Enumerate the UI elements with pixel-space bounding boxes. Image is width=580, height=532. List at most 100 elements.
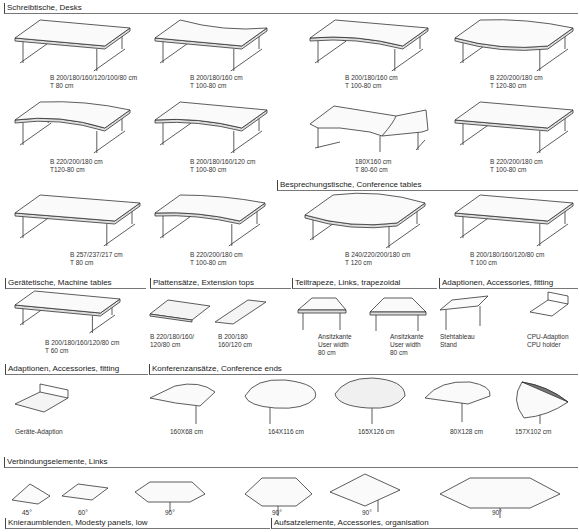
conference-end-top <box>516 382 568 418</box>
frame-foot <box>94 49 125 71</box>
frame-leg <box>163 41 164 63</box>
conference-end-top <box>335 378 405 408</box>
frame-leg <box>389 226 390 248</box>
section-heading: Schreibtische, Desks <box>4 3 578 14</box>
frame-leg <box>539 224 540 246</box>
frame-leg <box>318 41 319 63</box>
table-top <box>15 195 140 221</box>
frame-leg <box>376 314 377 331</box>
frame-foot <box>416 140 425 150</box>
cpu-holder-bracket <box>568 296 569 304</box>
link-45 <box>12 484 50 504</box>
section-heading: Teiltrapeze, Links, trapezoidal <box>292 278 437 289</box>
dimension-label: B 257/237/217 cm <box>70 251 123 258</box>
dimension-label: User width <box>390 341 421 348</box>
device-adapter-rim <box>40 384 68 390</box>
section-heading: Knieraumblenden, Modesty panels, low <box>5 518 270 529</box>
dimension-label: Stand <box>440 341 457 348</box>
frame-leg <box>196 406 197 424</box>
frame-leg <box>96 131 97 153</box>
table-top <box>155 102 267 128</box>
section-heading: Aufsatzelemente, Accessories, organisati… <box>271 518 578 529</box>
frame-foot <box>94 131 125 153</box>
frame-leg <box>340 312 341 330</box>
section-heading: Gerätetische, Machine tables <box>5 278 146 289</box>
table-top <box>15 102 130 128</box>
dimension-label: T 60 cm <box>45 347 68 354</box>
dimension-label: 80 cm <box>318 349 336 356</box>
frame-foot <box>231 131 262 153</box>
dimension-label: 160/120 cm <box>218 341 252 348</box>
frame-leg <box>462 402 463 422</box>
table-top <box>15 291 120 313</box>
conference-end-top <box>150 384 215 406</box>
dimension-label: B 240/220/200/180 cm <box>345 251 410 258</box>
dimension-label: T 100-80 cm <box>190 259 226 266</box>
frame-foot <box>104 224 135 246</box>
dimension-label: 60° <box>78 509 88 516</box>
link-90 <box>135 482 205 502</box>
device-adapter-rim <box>68 390 69 398</box>
table-top <box>155 195 265 221</box>
dimension-label: 90° <box>272 509 282 516</box>
dimension-label: T 80-60 cm <box>355 166 388 173</box>
frame-leg <box>463 41 464 63</box>
dimension-label: T 80 cm <box>50 82 73 89</box>
table-top <box>455 102 573 128</box>
frame-leg <box>23 123 24 145</box>
extension-top <box>215 300 266 324</box>
frame-foot <box>231 49 262 71</box>
dimension-label: B 200/180/160/120/100/80 cm <box>50 74 137 81</box>
section-heading: Verbindungselemente, Links <box>4 457 578 468</box>
dimension-label: B 200/180/160 cm <box>190 74 243 81</box>
dimension-label: B 200/180/160/120 cm <box>190 158 255 165</box>
dimension-label: B 220/200/180 cm <box>50 158 103 165</box>
cpu-holder-bracket <box>548 292 549 300</box>
frame-leg <box>318 126 319 148</box>
dimension-label: 45° <box>22 509 32 516</box>
frame-leg <box>313 218 314 240</box>
section-heading: Besprechungstische, Conference tables <box>277 180 578 191</box>
dimension-label: T 100-80 cm <box>190 82 226 89</box>
dimension-label: T 120 cm <box>345 259 372 266</box>
dimension-label: T 120-80 cm <box>490 82 526 89</box>
dimension-label: Stehtableau <box>440 333 475 340</box>
dimension-label: B 220/200/180 cm <box>190 251 243 258</box>
dimension-label: T 100 cm <box>470 259 497 266</box>
frame-foot <box>160 123 191 145</box>
dimension-label: 80X128 cm <box>450 428 483 435</box>
table-top <box>15 20 130 46</box>
frame-foot <box>89 315 115 333</box>
cpu-holder-bracket <box>548 292 568 296</box>
frame-leg <box>163 123 164 145</box>
frame-leg <box>233 49 234 71</box>
dimension-label: 165X126 cm <box>358 428 395 435</box>
conference-end-top <box>245 380 316 408</box>
dimension-label: T 100-80 cm <box>345 82 381 89</box>
frame-leg <box>23 41 24 63</box>
link-90 <box>440 478 560 508</box>
dimension-label: CPU-Adaption <box>527 333 569 340</box>
section-heading: Konferenzansätze, Conference ends <box>149 364 578 375</box>
frame-foot <box>537 131 568 153</box>
dimension-label: B 200/180/160 cm <box>345 74 398 81</box>
dimension-label: B 200/180/160/120/80 cm <box>470 251 544 258</box>
table-top <box>155 20 267 46</box>
dimension-label: 90° <box>165 509 175 516</box>
device-adapter <box>15 392 68 412</box>
frame-leg <box>463 123 464 145</box>
link-90 <box>330 474 400 506</box>
frame-leg <box>380 136 381 152</box>
trapezoid-top <box>370 298 426 312</box>
table-top <box>455 195 573 221</box>
table-edge <box>370 312 426 315</box>
dimension-label: Ansitzkante <box>390 333 424 340</box>
dimension-label: 180X160 cm <box>355 158 392 165</box>
dimension-label: 157X102 cm <box>515 428 552 435</box>
dimension-label: B 220/200/180 cm <box>490 74 543 81</box>
table-edge <box>298 310 346 313</box>
frame-leg <box>394 49 395 71</box>
frame-foot <box>315 41 346 63</box>
frame-leg <box>378 500 379 512</box>
